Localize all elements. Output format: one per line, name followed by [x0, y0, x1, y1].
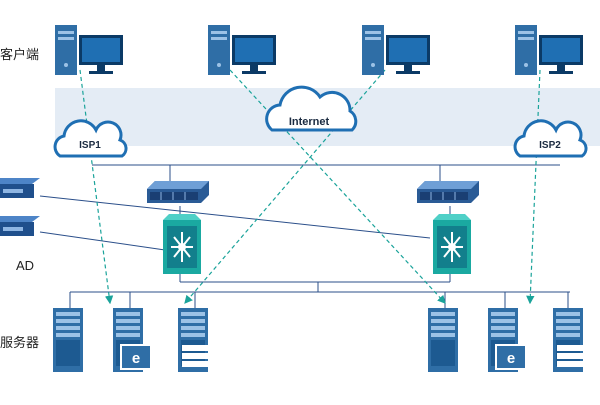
desktop-computer-icon	[362, 25, 430, 75]
isp1-label: ISP1	[79, 140, 101, 151]
server-icon	[53, 308, 83, 372]
desktop-computer-icon	[55, 25, 123, 75]
solid-links	[39, 164, 570, 310]
cloud-icon	[53, 119, 128, 158]
core-switch-icon	[432, 213, 472, 275]
ad-device-icon	[0, 216, 40, 236]
svg-text:e: e	[132, 350, 140, 367]
storage-server-icon	[553, 308, 585, 372]
storage-server-icon	[178, 308, 210, 372]
cloud-icon	[265, 85, 358, 132]
traffic-arrows	[79, 69, 541, 305]
server-icon	[428, 308, 458, 372]
core-switch-icon	[162, 213, 202, 275]
desktop-computer-icon	[515, 25, 583, 75]
servers-label: 服务器	[0, 335, 40, 350]
firewall-icon	[146, 180, 210, 204]
ad-device-icon	[0, 178, 40, 198]
desktop-computer-icon	[208, 25, 276, 75]
isp2-label: ISP2	[539, 140, 561, 151]
client-computers	[55, 25, 583, 75]
internet-label: Internet	[289, 116, 330, 128]
web-server-icon: e	[113, 308, 152, 372]
ad-label: AD	[16, 258, 35, 273]
firewall-icon	[416, 180, 480, 204]
cloud-icon	[513, 119, 588, 158]
clients-label: 客户端	[0, 47, 40, 62]
svg-text:e: e	[507, 350, 515, 367]
web-server-icon: e	[488, 308, 527, 372]
